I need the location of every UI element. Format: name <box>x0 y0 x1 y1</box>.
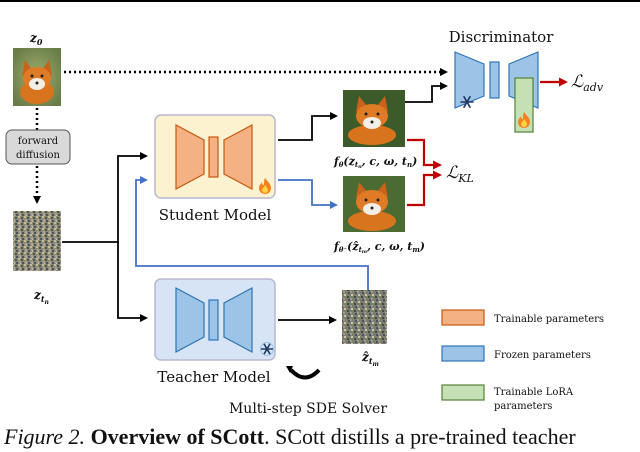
z0-label: z0 <box>29 31 43 47</box>
discriminator-network <box>454 51 539 133</box>
arrow-student-to-output-bottom <box>278 179 338 209</box>
noisy-image-zt <box>13 211 61 271</box>
svg-text:diffusion: diffusion <box>16 150 60 161</box>
svg-text:Trainable LoRA: Trainable LoRA <box>494 387 574 398</box>
svg-text:forward: forward <box>18 136 59 147</box>
legend: Trainable parameters Frozen parameters T… <box>441 309 604 412</box>
figure-caption: Figure 2. Overview of SCott. SCott disti… <box>4 424 640 450</box>
svg-text:Frozen parameters: Frozen parameters <box>494 350 591 361</box>
fox-image-z0 <box>13 48 61 106</box>
student-model <box>154 114 276 199</box>
blue-arrow-zhat-to-student <box>135 176 369 290</box>
fire-icon <box>518 112 530 128</box>
figure-title: Overview of SCott <box>90 424 265 449</box>
snowflake-icon <box>260 342 274 356</box>
zhat-label: ẑtm <box>361 350 379 368</box>
svg-text:parameters: parameters <box>494 401 552 412</box>
teacher-model-label: Teacher Model <box>157 368 270 386</box>
red-arrow-top-to-kl <box>407 138 442 170</box>
fox-image-teacher-output <box>343 176 405 232</box>
arrow-zt-to-student <box>62 152 148 243</box>
zt-label: ztn <box>33 288 49 306</box>
legend-item-lora: Trainable LoRA parameters <box>441 384 574 412</box>
fox-image-student-output <box>343 90 405 147</box>
arrow-student-to-output-top <box>278 112 338 141</box>
solver-arc-arrowhead <box>286 366 293 373</box>
loss-adv-label: ℒadv <box>571 72 604 94</box>
multistep-solver-label: Multi-step SDE Solver <box>229 401 387 417</box>
teacher-model <box>154 278 276 361</box>
loss-kl-label: ℒKL <box>446 163 474 185</box>
discriminator-label: Discriminator <box>449 28 555 46</box>
f-theta-minus-label: fθ⁻(ẑtm, c, ω, tm) <box>333 240 425 255</box>
svg-text:Trainable parameters: Trainable parameters <box>494 314 604 325</box>
figure-number: Figure 2. <box>4 424 86 449</box>
arrow-output-to-discriminator <box>405 82 448 103</box>
noisy-image-zhat <box>342 290 387 344</box>
figure-caption-text: . SCott distills a pre-trained teacher <box>264 424 576 449</box>
arrow-zt-to-teacher <box>117 242 148 322</box>
f-theta-label: fθ(ztn, c, ω, tn) <box>333 155 417 170</box>
fire-icon <box>259 178 271 194</box>
legend-item-trainable: Trainable parameters <box>441 309 604 326</box>
legend-item-frozen: Frozen parameters <box>441 345 591 362</box>
student-model-label: Student Model <box>159 206 272 224</box>
red-arrow-bottom-to-kl <box>407 170 442 207</box>
forward-diffusion-box: forward diffusion <box>5 129 71 165</box>
snowflake-icon <box>460 96 474 108</box>
solver-arc-icon <box>289 368 321 380</box>
